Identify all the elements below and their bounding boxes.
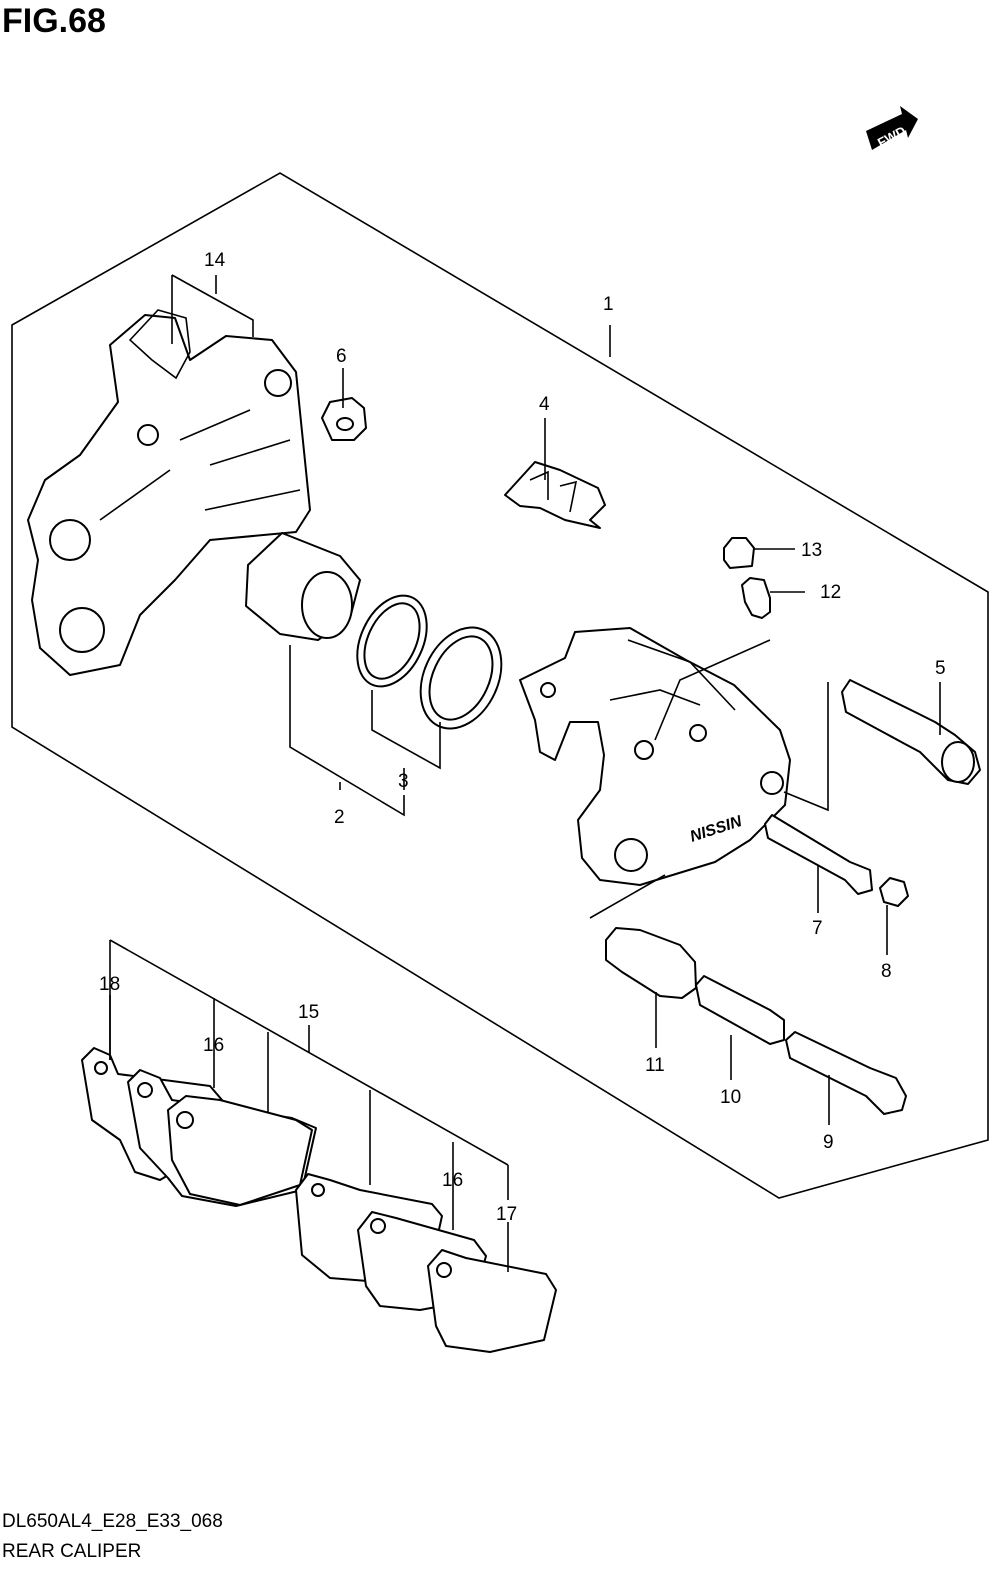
callout-11: 11 <box>645 1055 665 1076</box>
pad-spring-part <box>504 461 606 529</box>
callout-12: 12 <box>820 582 841 603</box>
callout-8: 8 <box>881 961 892 982</box>
pad-pin-part <box>764 814 873 895</box>
callout-labels: 1 2 3 4 5 6 7 8 9 10 11 12 13 14 15 16 1… <box>99 250 946 1225</box>
bleeder-cap-part <box>723 537 755 569</box>
callout-13: 13 <box>801 540 822 561</box>
figure-title: FIG.68 <box>2 2 106 40</box>
callout-3: 3 <box>398 771 409 792</box>
callout-16a: 16 <box>203 1035 224 1056</box>
callout-7: 7 <box>812 918 823 939</box>
callout-2: 2 <box>334 807 345 828</box>
figure-name: REAR CALIPER <box>2 1541 142 1562</box>
callout-14: 14 <box>204 250 226 271</box>
forward-direction-badge: FWD <box>866 106 918 150</box>
caliper-bracket <box>27 309 311 676</box>
callout-6: 6 <box>336 346 347 367</box>
caliper-body: NISSIN <box>519 627 791 886</box>
callout-16b: 16 <box>442 1170 463 1191</box>
callout-4: 4 <box>539 394 550 415</box>
callout-9: 9 <box>823 1132 834 1153</box>
callout-17: 17 <box>496 1204 517 1225</box>
bleeder-valve-part <box>741 577 771 619</box>
slide-pin-part <box>841 679 981 785</box>
rubber-boot-part <box>321 397 367 441</box>
sleeve-boot-part <box>605 927 697 999</box>
piston-seal-ring <box>356 594 428 688</box>
callout-1: 1 <box>603 294 614 315</box>
figure-code: DL650AL4_E28_E33_068 <box>2 1511 223 1532</box>
callout-10: 10 <box>720 1087 741 1108</box>
caliper-bolt-part <box>785 1031 907 1115</box>
piston-part <box>245 532 361 641</box>
callout-18: 18 <box>99 974 120 995</box>
caliper-assembly-boundary <box>11 172 989 1199</box>
brake-pad-set-2 <box>295 1173 557 1353</box>
leader-lines <box>109 274 941 1272</box>
pin-plug-part <box>879 877 909 907</box>
dust-seal-ring <box>419 626 503 730</box>
callout-5: 5 <box>935 658 946 679</box>
sleeve-part <box>695 975 785 1045</box>
callout-15: 15 <box>298 1002 319 1023</box>
brake-pad-set-1 <box>81 1047 317 1207</box>
